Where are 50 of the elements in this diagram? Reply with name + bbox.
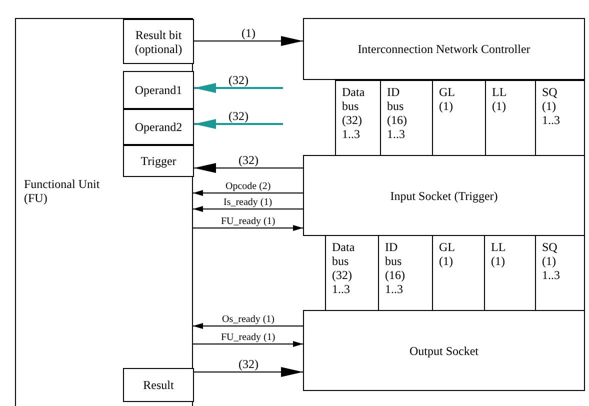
block-label: Result (142, 378, 175, 392)
arrow (194, 163, 304, 173)
block-label: Operand1 (134, 83, 184, 97)
block-box (303, 18, 585, 80)
bus-field-label: SQ (1) 1..3 (542, 240, 561, 282)
block-label: Operand2 (134, 120, 184, 134)
block-label: Trigger (140, 154, 178, 168)
block-box (303, 310, 585, 391)
arrow (194, 36, 304, 46)
edge-label: (32) (238, 154, 260, 167)
block-label: Output Socket (408, 344, 480, 358)
arrow (192, 341, 304, 347)
bus-field-box (535, 80, 585, 156)
bus-field-label: LL (1) (492, 85, 508, 113)
block-box (123, 368, 194, 402)
arrow (192, 190, 304, 196)
block-box (303, 155, 585, 236)
bus-field-label: ID bus (16) 1..3 (385, 240, 406, 296)
block-label: Interconnection Network Controller (356, 42, 532, 56)
arrow (194, 83, 283, 93)
block-label: Input Socket (Trigger) (389, 188, 499, 202)
bus-field-label: ID bus (16) 1..3 (387, 85, 408, 141)
arrow (192, 206, 304, 212)
edge-label: (32) (228, 110, 250, 123)
block-box (123, 71, 194, 109)
edge-label: FU_ready (1) (220, 332, 276, 343)
edge-label: FU_ready (1) (220, 216, 276, 227)
arrow (192, 225, 304, 231)
block-label: Result bit (optional) (134, 28, 184, 56)
edge-label: (1) (240, 27, 256, 40)
edge-label: Os_ready (1) (221, 314, 276, 325)
block-box (123, 19, 194, 64)
arrow (194, 119, 283, 129)
functional-unit-frame (15, 18, 193, 406)
bus-field-label: Data bus (32) 1..3 (332, 240, 356, 296)
arrow (194, 367, 304, 377)
edge-label: Opcode (2) (224, 181, 272, 192)
bus-field-label: SQ (1) 1..3 (542, 85, 561, 127)
bus-field-label: Data bus (32) 1..3 (342, 85, 366, 141)
bus-field-box (335, 80, 381, 156)
arrow (192, 323, 304, 329)
unit-label: Functional Unit (FU) (24, 177, 101, 205)
block-box (123, 145, 194, 177)
block-box (123, 109, 194, 145)
bus-field-label: GL (1) (439, 85, 456, 113)
edge-label: (32) (238, 358, 260, 371)
edge-label: (32) (228, 74, 250, 87)
bus-field-label: LL (1) (491, 240, 506, 268)
edge-label: Is_ready (1) (222, 197, 274, 208)
bus-field-label: GL (1) (439, 240, 456, 268)
